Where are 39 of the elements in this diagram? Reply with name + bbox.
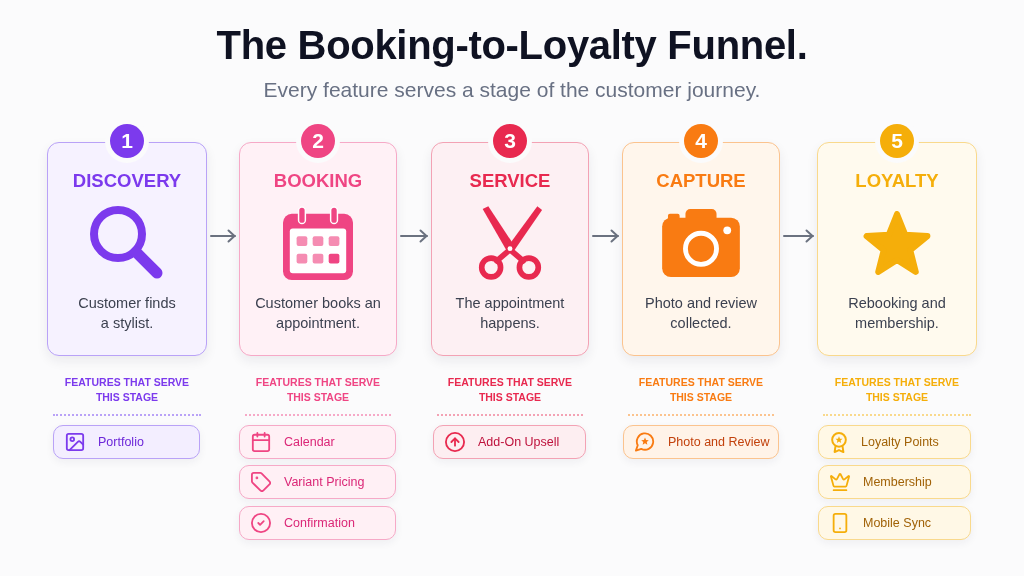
- section-heading: FEATURES THAT SERVE THIS STAGE: [63, 375, 191, 405]
- stage-title: DISCOVERY: [72, 169, 182, 193]
- feature-pill: [818, 506, 971, 540]
- stage-title: BOOKING: [273, 169, 363, 193]
- page-subtitle: Every feature serves a stage of the customer journey.: [263, 77, 761, 103]
- stage-description: Rebooking and membership.: [847, 294, 947, 333]
- stage-title: LOYALTY: [855, 169, 939, 193]
- feature-pill: [53, 425, 200, 459]
- feature-pill: [239, 506, 396, 540]
- feature-label: Calendar: [284, 434, 335, 451]
- feature-pill: [239, 465, 396, 499]
- page-title: The Booking-to-Loyalty Funnel.: [216, 22, 808, 69]
- feature-pill: [433, 425, 586, 459]
- feature-label: Membership: [863, 474, 932, 491]
- feature-label: Mobile Sync: [863, 515, 932, 532]
- stage-description: The appointment happens.: [454, 294, 566, 333]
- arrow: [783, 229, 814, 243]
- feature-pill: [623, 425, 779, 459]
- feature-pill: [818, 425, 971, 459]
- arrow: [592, 229, 619, 243]
- section-heading: FEATURES THAT SERVE THIS STAGE: [637, 375, 765, 405]
- arrow: [210, 229, 236, 243]
- feature-label: Loyalty Points: [861, 434, 939, 451]
- stage-title: CAPTURE: [656, 169, 746, 193]
- arrow: [400, 229, 428, 243]
- feature-label: Photo and Review: [668, 434, 770, 451]
- section-heading: FEATURES THAT SERVE THIS STAGE: [254, 375, 382, 405]
- feature-label: Add-On Upsell: [478, 434, 560, 451]
- section-heading: FEATURES THAT SERVE THIS STAGE: [446, 375, 574, 405]
- feature-pill: [239, 425, 396, 459]
- feature-label: Portfolio: [98, 434, 144, 451]
- feature-label: Confirmation: [284, 515, 355, 532]
- stage-description: Customer books an appointment.: [254, 294, 382, 333]
- stage-description: Customer finds a stylist.: [77, 294, 177, 333]
- feature-pill: [818, 465, 971, 499]
- feature-label: Variant Pricing: [284, 474, 365, 491]
- stage-title: SERVICE: [469, 169, 551, 193]
- section-heading: FEATURES THAT SERVE THIS STAGE: [833, 375, 961, 405]
- stage-description: Photo and review collected.: [643, 294, 758, 333]
